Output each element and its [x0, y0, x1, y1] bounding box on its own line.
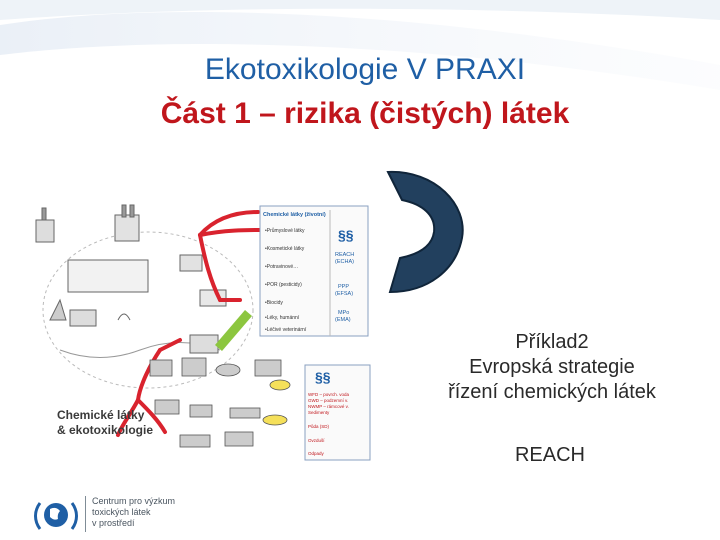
- svg-text:•Kosmetické látky: •Kosmetické látky: [265, 246, 305, 252]
- svg-text:•Potravinové…: •Potravinové…: [265, 264, 298, 270]
- svg-text:Ovzduší: Ovzduší: [308, 438, 325, 443]
- example-line-1: Příklad2: [515, 331, 589, 353]
- diagram-label: Chemické látky & ekotoxikologie: [57, 408, 154, 437]
- svg-text:•Léčivé veterinární: •Léčivé veterinární: [265, 327, 307, 333]
- example-line-2: Evropská strategie: [469, 356, 635, 378]
- title-line-2: Část 1 – rizika (čistých) látek: [160, 97, 570, 130]
- svg-text:Chemické látky (životní): Chemické látky (životní): [263, 212, 326, 218]
- svg-text:(EFSA): (EFSA): [335, 291, 353, 297]
- regulation-panel-top: Chemické látky (životní) •Průmyslové lát…: [259, 205, 369, 337]
- svg-text:Sedimenty: Sedimenty: [308, 410, 330, 415]
- logo-line-3: v prostředí: [92, 518, 135, 528]
- svg-text:WFD – povrch. voda: WFD – povrch. voda: [308, 392, 350, 397]
- svg-text:MPo: MPo: [338, 310, 349, 316]
- svg-text:•Léky, humánní: •Léky, humánní: [265, 315, 300, 321]
- svg-text:§§: §§: [338, 227, 354, 243]
- recetox-logo-icon: [34, 502, 78, 530]
- logo-line-2: toxických látek: [92, 507, 151, 517]
- svg-text:GWD – podzemní v.: GWD – podzemní v.: [308, 398, 348, 403]
- background-swoosh: [0, 0, 720, 90]
- logo-divider: [85, 496, 86, 532]
- svg-text:Odpady: Odpady: [308, 451, 325, 456]
- bottom-sketches: [149, 357, 291, 448]
- svg-text:REACH: REACH: [335, 252, 354, 258]
- svg-text:•Průmyslové látky: •Průmyslové látky: [265, 227, 305, 234]
- svg-text:(EMA): (EMA): [335, 317, 351, 323]
- svg-text:(ECHA): (ECHA): [335, 259, 354, 265]
- svg-text:§§: §§: [315, 369, 331, 385]
- red-tree: [116, 210, 264, 437]
- logo-line-1: Centrum pro výzkum: [92, 496, 176, 506]
- logo-text: Centrum pro výzkum toxických látek v pro…: [92, 496, 175, 529]
- svg-text:•POR (pesticidy): •POR (pesticidy): [265, 282, 302, 288]
- svg-text:•Biocidy: •Biocidy: [265, 300, 283, 306]
- green-arrow: [215, 310, 252, 351]
- svg-text:PPP: PPP: [338, 284, 349, 290]
- sketch-area: [35, 204, 254, 389]
- regulation-panel-bottom: §§ WFD – povrch. voda GWD – podzemní v. …: [304, 364, 371, 461]
- example-text: Příklad2 Evropská strategie řízení chemi…: [412, 330, 692, 405]
- title-line-1: Ekotoxikologie V PRAXI: [204, 53, 526, 86]
- svg-text:Půda (SD): Půda (SD): [308, 423, 330, 429]
- example-line-3: řízení chemických látek: [448, 381, 656, 403]
- svg-text:NWMP – rámcové v.: NWMP – rámcové v.: [308, 404, 349, 409]
- curved-arrow-icon: [386, 170, 464, 294]
- ecotoxicology-diagram: Chemické látky (životní) •Průmyslové lát…: [35, 204, 371, 461]
- reach-label: REACH: [514, 444, 585, 466]
